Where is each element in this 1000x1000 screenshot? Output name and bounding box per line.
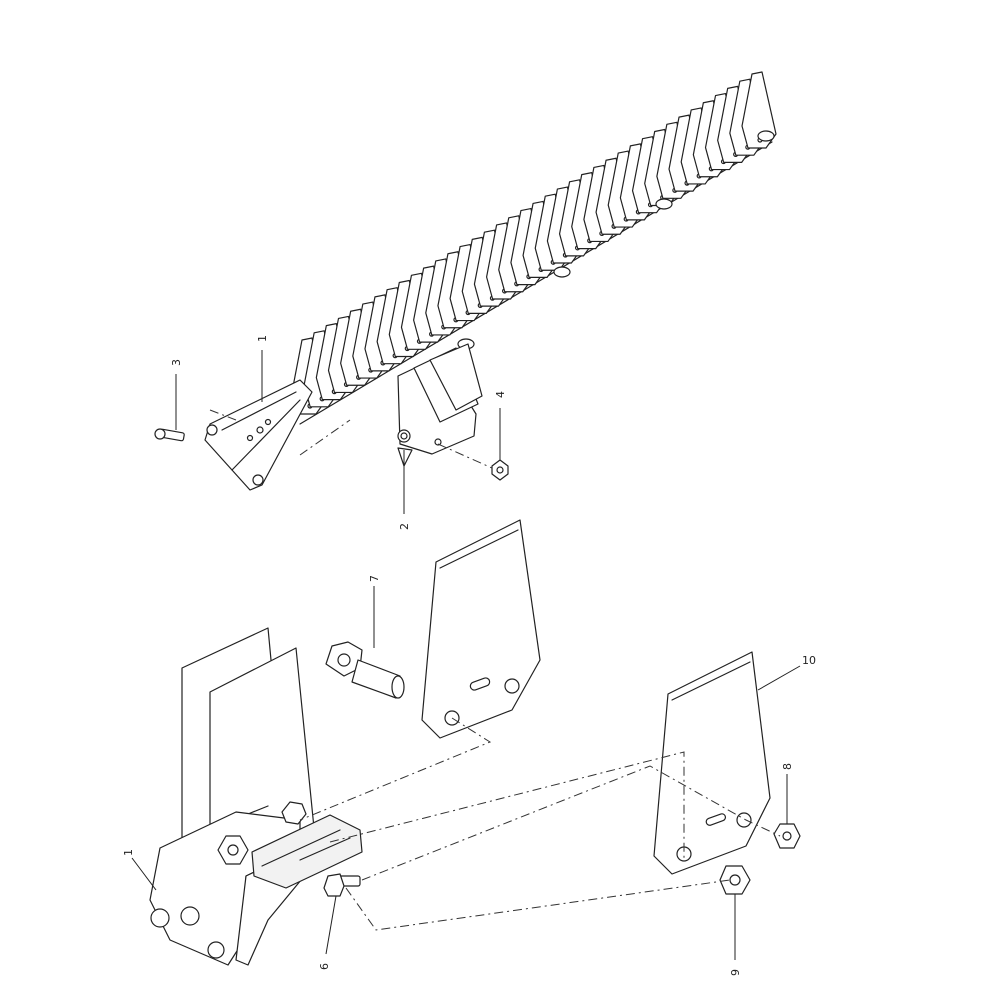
callout-1-top: 1: [256, 335, 269, 402]
bolt-7: [325, 641, 405, 699]
knife-section-tooth: [741, 71, 777, 149]
bolt-6: [323, 873, 361, 897]
knife-section-10: [653, 651, 771, 875]
svg-text:7: 7: [368, 575, 381, 582]
svg-text:2: 2: [398, 523, 411, 530]
svg-text:4: 4: [494, 391, 507, 398]
knife-head-bracket: [204, 379, 351, 491]
svg-text:1: 1: [256, 335, 269, 342]
knife-assembly-overview: [154, 71, 777, 491]
callouts: 1 3 4 2 7 10 8 9: [122, 335, 816, 976]
knife-head-block: [149, 627, 363, 966]
nut-8: [773, 823, 801, 849]
svg-text:3: 3: [170, 359, 183, 366]
svg-text:10: 10: [802, 654, 816, 667]
svg-text:6: 6: [318, 963, 331, 970]
svg-text:8: 8: [781, 763, 794, 770]
svg-text:1: 1: [122, 849, 135, 856]
knife-section-blade: [421, 519, 541, 739]
assembly-lines: [299, 717, 781, 931]
bolt-3: [154, 428, 185, 442]
section-detail-exploded: [149, 519, 801, 966]
callout-9: 9: [729, 894, 742, 976]
callout-2: 2: [398, 450, 411, 530]
knife-sections: [291, 71, 777, 415]
callout-7: 7: [368, 575, 381, 648]
svg-text:9: 9: [729, 969, 742, 976]
callout-4: 4: [494, 391, 507, 460]
callout-6: 6: [318, 895, 337, 970]
callout-1-bottom: 1: [122, 849, 157, 891]
nut-9: [719, 865, 751, 895]
nut-4: [437, 443, 509, 481]
callout-8: 8: [781, 763, 794, 824]
callout-10: 10: [757, 654, 816, 691]
knife-section-group-2: [397, 343, 483, 467]
callout-3: 3: [170, 359, 183, 430]
